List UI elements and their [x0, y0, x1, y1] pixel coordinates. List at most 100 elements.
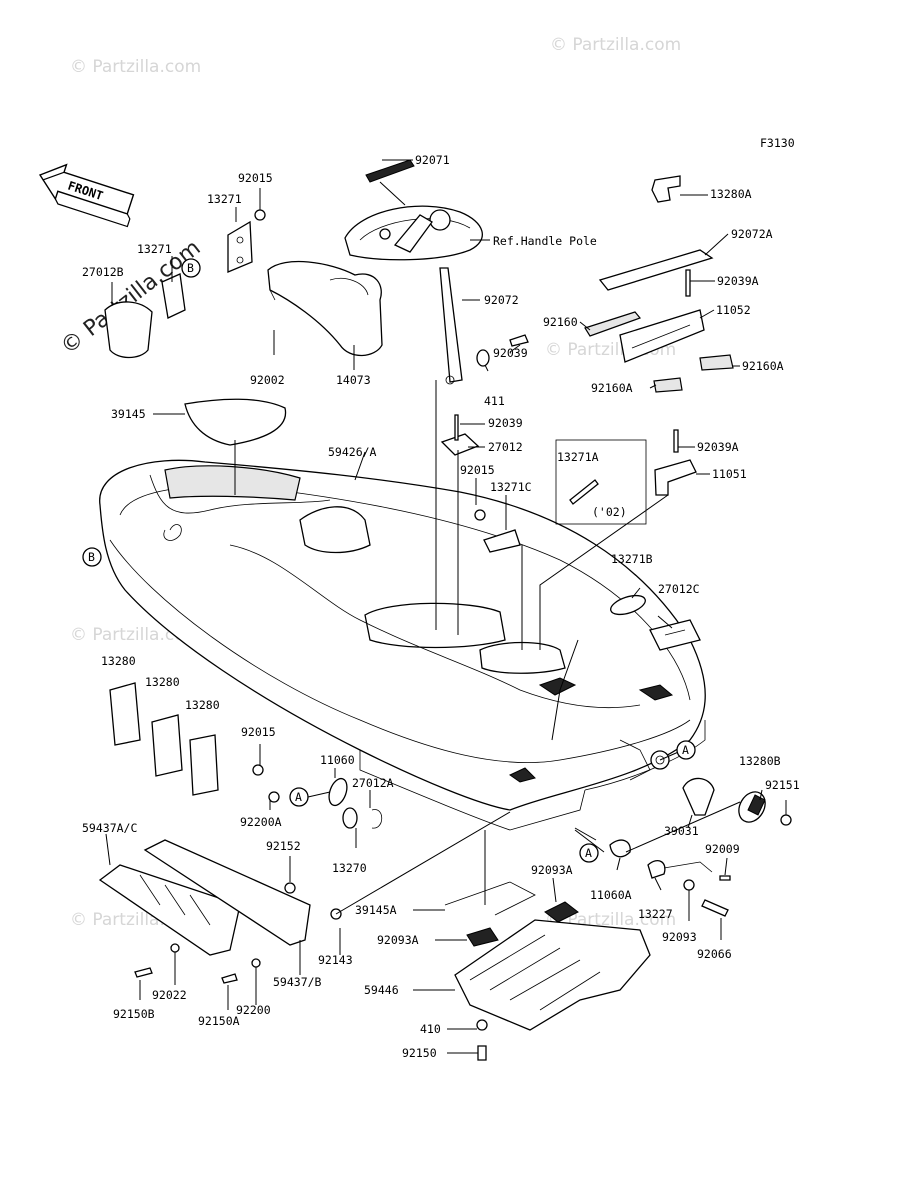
ref-handle-pole-label: Ref.Handle Pole: [493, 234, 597, 248]
part-label: 14073: [336, 373, 371, 387]
part-label: 13271: [137, 242, 172, 256]
part-label: 13270: [332, 861, 367, 875]
part-label: 92039A: [697, 440, 739, 454]
part-label: 410: [420, 1022, 441, 1036]
part-label: 92150B: [113, 1007, 155, 1021]
nozzle-39031: [682, 777, 715, 816]
part-label: 92160A: [591, 381, 633, 395]
part-label: 13227: [638, 907, 673, 921]
callout-A-icon: A: [289, 787, 309, 807]
small-parts-left: [134, 791, 342, 984]
strap-13271b: [161, 273, 186, 319]
part-label: 27012C: [658, 582, 700, 596]
part-label: 92015: [460, 463, 495, 477]
callout-markers: B B A A A: [82, 258, 696, 863]
box-13271A: [555, 439, 647, 525]
cleats-13280: [109, 682, 219, 796]
watermark: © Partzilla.com: [70, 57, 201, 77]
strap-13271C: [483, 529, 521, 553]
callout-B-icon: B: [82, 547, 102, 567]
part-label: 92015: [241, 725, 276, 739]
strap-13271B: [610, 594, 646, 616]
plate-27012: [440, 433, 480, 456]
part-label: 92022: [152, 988, 187, 1002]
step-59437: [98, 839, 311, 956]
part-label: 59426/A: [328, 445, 377, 459]
skid-plate-59446: [454, 919, 651, 1031]
part-label: 13280: [145, 675, 180, 689]
bracket-13280A: [651, 175, 681, 203]
part-label: 92150: [402, 1046, 437, 1060]
part-label: 92143: [318, 953, 353, 967]
part-label: 13280B: [739, 754, 781, 768]
part-label: 11052: [716, 303, 751, 317]
hull-59426: [99, 459, 706, 831]
part-label: 59437A/C: [82, 821, 137, 835]
part-label: 13280: [101, 654, 136, 668]
part-label: 92039: [493, 346, 528, 360]
plug-11060A: [609, 839, 631, 858]
strap-92072A: [598, 249, 714, 291]
part-label: 39031: [664, 824, 699, 838]
part-label: 11060A: [590, 888, 632, 902]
svg-text:A: A: [585, 846, 592, 860]
part-label: 11051: [712, 467, 747, 481]
part-label: 92093A: [377, 933, 419, 947]
part-label: 92152: [266, 839, 301, 853]
part-label: 13271A: [557, 450, 599, 464]
svg-text:B: B: [187, 261, 194, 275]
grate-92093A: [466, 901, 579, 947]
part-label: 13280A: [710, 187, 752, 201]
part-label: 92071: [415, 153, 450, 167]
part-label: 92160A: [742, 359, 784, 373]
part-label: 27012B: [82, 265, 124, 279]
handle-pad-92071: [365, 159, 415, 183]
part-label: 411: [484, 394, 505, 408]
pad-92160A: [653, 354, 734, 393]
plate-11060: [328, 777, 383, 829]
part-label: 13280: [185, 698, 220, 712]
part-label: 39145A: [355, 903, 397, 917]
plate-27012C: [649, 619, 701, 651]
plate-27012B: [104, 301, 153, 359]
part-label: 13271: [207, 192, 242, 206]
strip-39145A: [444, 881, 536, 916]
nut-92015: [252, 209, 486, 776]
figure-code: F3130: [760, 136, 795, 150]
part-label: 92039: [488, 416, 523, 430]
handle-pole-cover: [344, 205, 483, 261]
part-label: 13271B: [611, 552, 653, 566]
bracket-11051: [654, 459, 697, 496]
part-label: 92150A: [198, 1014, 240, 1028]
part-label: 92093A: [531, 863, 573, 877]
rail-92072: [439, 267, 463, 385]
bolt-92039: [454, 269, 691, 453]
pad-39145: [184, 398, 287, 446]
part-label: 59446: [364, 983, 399, 997]
svg-text:A: A: [682, 743, 689, 757]
drain-13227: [647, 860, 713, 879]
part-label: 92002: [250, 373, 285, 387]
front-arrow-icon: FRONT: [38, 163, 135, 228]
cap-13280B: [738, 791, 766, 823]
part-label: 92200: [236, 1003, 271, 1017]
part-label: 92015: [238, 171, 273, 185]
leader-lines: [105, 159, 787, 1054]
part-labels: 92071 92015 13271 13271 27012B 92002 140…: [82, 153, 800, 1060]
part-label: 27012: [488, 440, 523, 454]
part-label: 92072A: [731, 227, 773, 241]
part-label: 92009: [705, 842, 740, 856]
watermark: © Partzilla.com: [550, 35, 681, 55]
callout-B-icon: B: [181, 258, 201, 278]
part-label: 92066: [697, 947, 732, 961]
part-label: 92072: [484, 293, 519, 307]
part-label: 11060: [320, 753, 355, 767]
part-label: 92200A: [240, 815, 282, 829]
svg-text:B: B: [88, 550, 95, 564]
part-label: 92093: [662, 930, 697, 944]
part-label: 92151: [765, 778, 800, 792]
part-label: 27012A: [352, 776, 394, 790]
seat-14073: [267, 260, 383, 357]
callout-A-icon: A: [579, 843, 599, 863]
